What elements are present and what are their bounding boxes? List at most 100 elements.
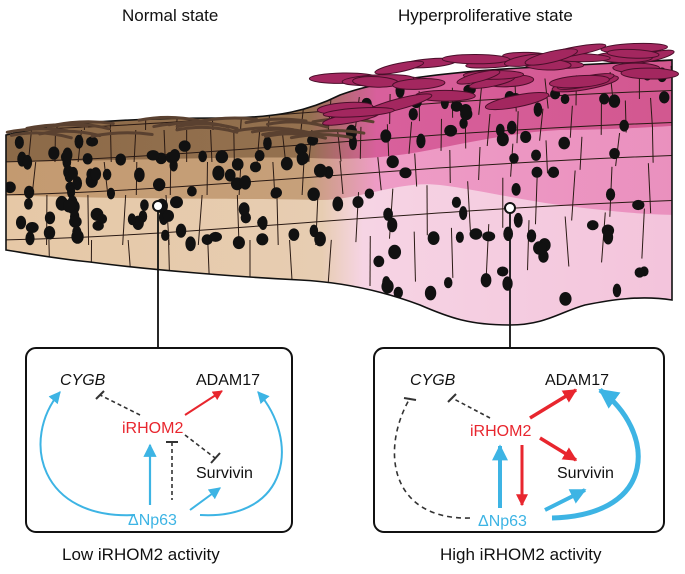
keratin-strand: [90, 131, 154, 138]
cell-wall: [516, 111, 519, 144]
cell-wall: [413, 231, 416, 282]
cornified-cell: [484, 91, 550, 111]
nucleus: [86, 136, 99, 147]
right-network: [393, 387, 641, 521]
nucleus: [140, 199, 149, 211]
nucleus: [48, 146, 60, 160]
normal-state-title: Normal state: [122, 6, 219, 25]
nucleus: [383, 207, 393, 221]
nucleus: [480, 273, 492, 288]
nucleus: [162, 209, 175, 222]
cell-wall: [651, 129, 654, 163]
nucleus: [443, 277, 453, 289]
nucleus: [520, 130, 532, 144]
nucleus: [294, 143, 308, 155]
nucleus: [24, 185, 35, 199]
cell-wall: [327, 239, 332, 290]
keratin-strand: [289, 133, 353, 140]
nucleus: [198, 150, 208, 163]
nucleus: [513, 212, 523, 228]
keratin-strand: [265, 120, 329, 129]
left-adam17-label: ADAM17: [196, 372, 260, 389]
nucleus: [352, 196, 364, 209]
right-irhom2-to-survivin-arrow: [539, 436, 578, 462]
cornified-cell: [441, 54, 511, 65]
keratin-strand: [175, 122, 239, 131]
cell-wall: [408, 121, 413, 154]
keratin-strand: [137, 115, 201, 123]
cell-wall: [467, 181, 471, 232]
cell-row-boundary: [6, 154, 672, 196]
left-np63-to-survivin-arrow: [189, 487, 221, 511]
hyper-state-title: Hyperproliferative state: [398, 6, 573, 25]
cell-wall: [210, 129, 213, 163]
nucleus: [547, 166, 560, 178]
cell-wall: [110, 129, 112, 163]
left-cygb-inhibit-bar: [95, 390, 105, 400]
cell-wall: [647, 163, 652, 214]
nucleus: [175, 223, 187, 238]
nucleus: [364, 188, 375, 199]
cell-wall: [579, 136, 583, 170]
nucleus: [495, 123, 505, 137]
nucleus: [146, 150, 160, 161]
nucleus: [531, 149, 542, 161]
nucleus: [115, 153, 126, 166]
nucleus: [102, 168, 112, 181]
nucleus: [380, 129, 392, 143]
nucleus: [399, 167, 412, 179]
nucleus: [332, 196, 344, 212]
cell-wall: [675, 95, 678, 127]
nucleus: [482, 231, 496, 242]
right-np63-to-survivin-arrow: [544, 488, 587, 512]
nucleus: [444, 124, 458, 137]
cell-wall: [539, 108, 544, 141]
nucleus: [249, 161, 262, 173]
nucleus: [212, 165, 225, 181]
nucleus: [408, 107, 418, 121]
right-pathway-panel: [373, 347, 665, 533]
nucleus: [231, 158, 244, 171]
nucleus: [22, 154, 33, 170]
right-irhom2-label: iRHOM2: [470, 423, 531, 440]
right-np63-to-adam17-arrow: [551, 387, 641, 521]
cell-row-boundary: [6, 199, 672, 241]
nucleus: [185, 236, 196, 252]
left-np63-label: ΔNp63: [128, 512, 177, 529]
nucleus: [506, 120, 517, 135]
nucleus: [599, 93, 610, 105]
nucleus: [393, 286, 403, 299]
nucleus: [603, 230, 614, 245]
nucleus: [609, 147, 620, 160]
nucleus: [178, 140, 191, 152]
nucleus: [209, 231, 222, 242]
keratin-strand: [47, 122, 111, 131]
nucleus: [67, 185, 76, 199]
nucleus: [68, 166, 78, 180]
nucleus: [612, 283, 622, 298]
right-cygb-inhibit-irhom2: [451, 397, 491, 419]
nucleus: [459, 117, 468, 129]
nucleus: [558, 136, 570, 150]
cell-wall: [197, 194, 203, 246]
nucleus: [388, 244, 402, 260]
nucleus: [62, 147, 73, 163]
cell-wall: [571, 170, 576, 221]
nucleus: [280, 156, 293, 171]
nucleus: [256, 233, 269, 246]
left-panel-caption: Low iRHOM2 activity: [62, 545, 220, 564]
nucleus: [170, 196, 183, 209]
nucleus: [427, 231, 440, 245]
cell-wall: [377, 157, 382, 191]
cell-wall: [564, 216, 570, 267]
nucleus: [424, 285, 437, 301]
nucleus: [526, 229, 537, 243]
cell-wall: [450, 227, 454, 278]
cell-wall: [545, 140, 549, 174]
cell-wall: [30, 99, 33, 131]
nucleus: [43, 225, 56, 240]
nucleus: [25, 222, 39, 233]
nucleus: [257, 217, 268, 229]
cornified-cell: [392, 78, 446, 90]
cell-wall: [301, 161, 305, 196]
